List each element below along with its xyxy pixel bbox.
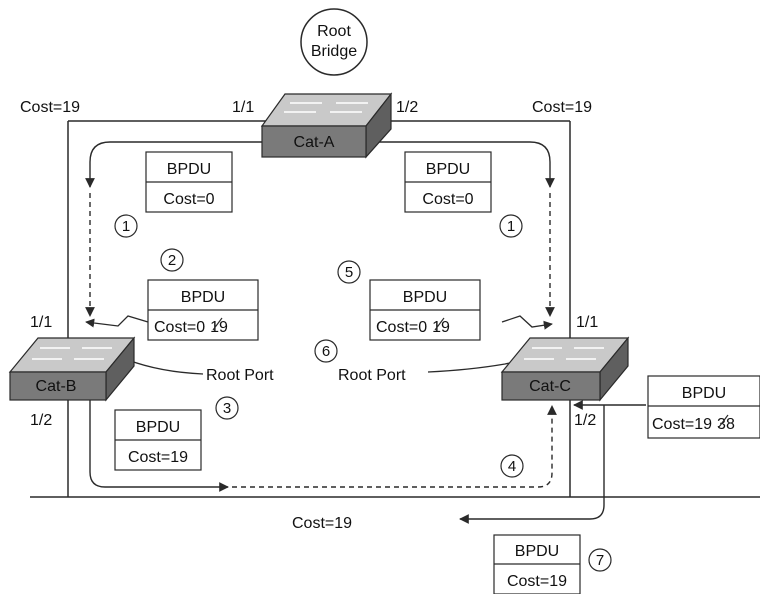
port-c-1-2: 1/2 bbox=[574, 412, 596, 429]
bpdu-cost-new: 38 bbox=[717, 416, 735, 433]
cost-shared-segment: Cost=19 bbox=[292, 515, 352, 532]
arrow-dashed-up-to-c bbox=[232, 405, 557, 488]
switch-cat-c: Cat-C bbox=[500, 336, 630, 402]
bpdu-cost-new: 19 bbox=[432, 319, 450, 336]
svg-text:1: 1 bbox=[122, 218, 130, 235]
step-5: 5 bbox=[337, 260, 361, 284]
arrow-b-to-segment bbox=[89, 400, 229, 492]
bpdu-cost: Cost=0 19 bbox=[376, 319, 450, 336]
bpdu-cost-new: 19 bbox=[210, 319, 228, 336]
step-4: 4 bbox=[500, 454, 524, 478]
svg-text:3: 3 bbox=[223, 400, 231, 417]
bpdu-box-c-incoming: BPDU Cost=19 38 bbox=[647, 375, 760, 439]
bpdu-box-b-to-segment: BPDU Cost=19 bbox=[114, 409, 202, 471]
bpdu-box-at-b: BPDU Cost=0 19 bbox=[147, 279, 259, 341]
arrow-a-down-right bbox=[365, 141, 555, 188]
root-port-label-b: Root Port bbox=[206, 367, 274, 384]
bpdu-cost: Cost=19 bbox=[128, 449, 188, 466]
port-b-1-1: 1/1 bbox=[30, 314, 52, 331]
bpdu-cost-prefix: Cost=1 bbox=[652, 416, 703, 433]
cost-link-a-b: Cost=19 bbox=[20, 99, 80, 116]
bpdu-cost: Cost=0 19 bbox=[154, 319, 228, 336]
step-circles: 1 1 2 3 4 5 6 7 bbox=[114, 214, 612, 572]
bpdu-title: BPDU bbox=[136, 419, 180, 436]
svg-text:6: 6 bbox=[322, 343, 330, 360]
step-7: 7 bbox=[588, 548, 612, 572]
bpdu-cost: Cost=0 bbox=[163, 191, 214, 208]
switch-cat-c-arrows-icon bbox=[524, 347, 604, 360]
switch-cat-a-label: Cat-A bbox=[294, 134, 335, 151]
cost-link-a-c: Cost=19 bbox=[532, 99, 592, 116]
bpdu-cost-old-struck: 9 bbox=[703, 416, 712, 433]
port-labels: 1/1 1/2 1/1 1/2 1/1 1/2 bbox=[30, 99, 598, 429]
bpdu-title: BPDU bbox=[682, 385, 726, 402]
strike-mark bbox=[212, 317, 223, 331]
root-port-labels: Root Port Root Port bbox=[206, 367, 406, 384]
svg-text:7: 7 bbox=[596, 552, 604, 569]
switch-cat-c-label: Cat-C bbox=[529, 378, 571, 395]
switch-cat-b-arrows-icon bbox=[32, 347, 112, 360]
step-1-left: 1 bbox=[114, 214, 138, 238]
switch-cat-a-arrows-icon bbox=[284, 102, 368, 113]
bpdu-box-a-to-b: BPDU Cost=0 bbox=[145, 151, 233, 213]
bpdu-box-at-c: BPDU Cost=0 19 bbox=[369, 279, 481, 341]
switch-cat-b-label: Cat-B bbox=[36, 378, 77, 395]
step-3: 3 bbox=[215, 396, 239, 420]
bpdu-cost-prefix: Cost= bbox=[376, 319, 418, 336]
strike-mark bbox=[718, 414, 729, 428]
link-cost-labels: Cost=19 Cost=19 Cost=19 bbox=[20, 99, 592, 532]
zigzag-arrows bbox=[85, 315, 553, 330]
strike-mark bbox=[434, 317, 445, 331]
root-bridge-label-line2: Bridge bbox=[311, 43, 357, 60]
bpdu-title: BPDU bbox=[403, 289, 447, 306]
bpdu-cost: Cost=19 38 bbox=[652, 416, 735, 433]
port-a-1-2: 1/2 bbox=[396, 99, 418, 116]
port-a-1-1: 1/1 bbox=[232, 99, 254, 116]
svg-text:1: 1 bbox=[507, 218, 515, 235]
bpdu-title: BPDU bbox=[181, 289, 225, 306]
switch-cat-b: Cat-B bbox=[8, 336, 136, 402]
bpdu-box-a-to-c: BPDU Cost=0 bbox=[404, 151, 492, 213]
zigzag-to-b bbox=[85, 315, 149, 328]
root-bridge-label-line1: Root bbox=[317, 23, 351, 40]
svg-text:5: 5 bbox=[345, 264, 353, 281]
bpdu-title: BPDU bbox=[426, 161, 470, 178]
root-port-label-c: Root Port bbox=[338, 367, 406, 384]
bpdu-cost-old-struck: 0 bbox=[418, 319, 427, 336]
bpdu-flow-arrows bbox=[85, 141, 646, 524]
bpdu-cost-old-struck: 0 bbox=[196, 319, 205, 336]
bpdu-box-c-to-segment: BPDU Cost=19 bbox=[493, 534, 581, 594]
step-6: 6 bbox=[314, 339, 338, 363]
arrow-a-down-left bbox=[85, 141, 262, 188]
bpdu-cost: Cost=19 bbox=[507, 573, 567, 590]
arrow-c-to-segment bbox=[459, 405, 605, 524]
svg-text:2: 2 bbox=[168, 252, 176, 269]
switch-cat-a: Cat-A bbox=[260, 92, 393, 159]
port-c-1-1: 1/1 bbox=[576, 314, 598, 331]
bpdu-title: BPDU bbox=[515, 543, 559, 560]
step-2: 2 bbox=[160, 248, 184, 272]
root-bridge-bubble: Root Bridge bbox=[300, 8, 368, 76]
bpdu-cost-prefix: Cost= bbox=[154, 319, 196, 336]
bpdu-cost: Cost=0 bbox=[422, 191, 473, 208]
zigzag-to-c bbox=[501, 315, 553, 330]
svg-text:4: 4 bbox=[508, 458, 516, 475]
bpdu-title: BPDU bbox=[167, 161, 211, 178]
step-1-right: 1 bbox=[499, 214, 523, 238]
port-b-1-2: 1/2 bbox=[30, 412, 52, 429]
